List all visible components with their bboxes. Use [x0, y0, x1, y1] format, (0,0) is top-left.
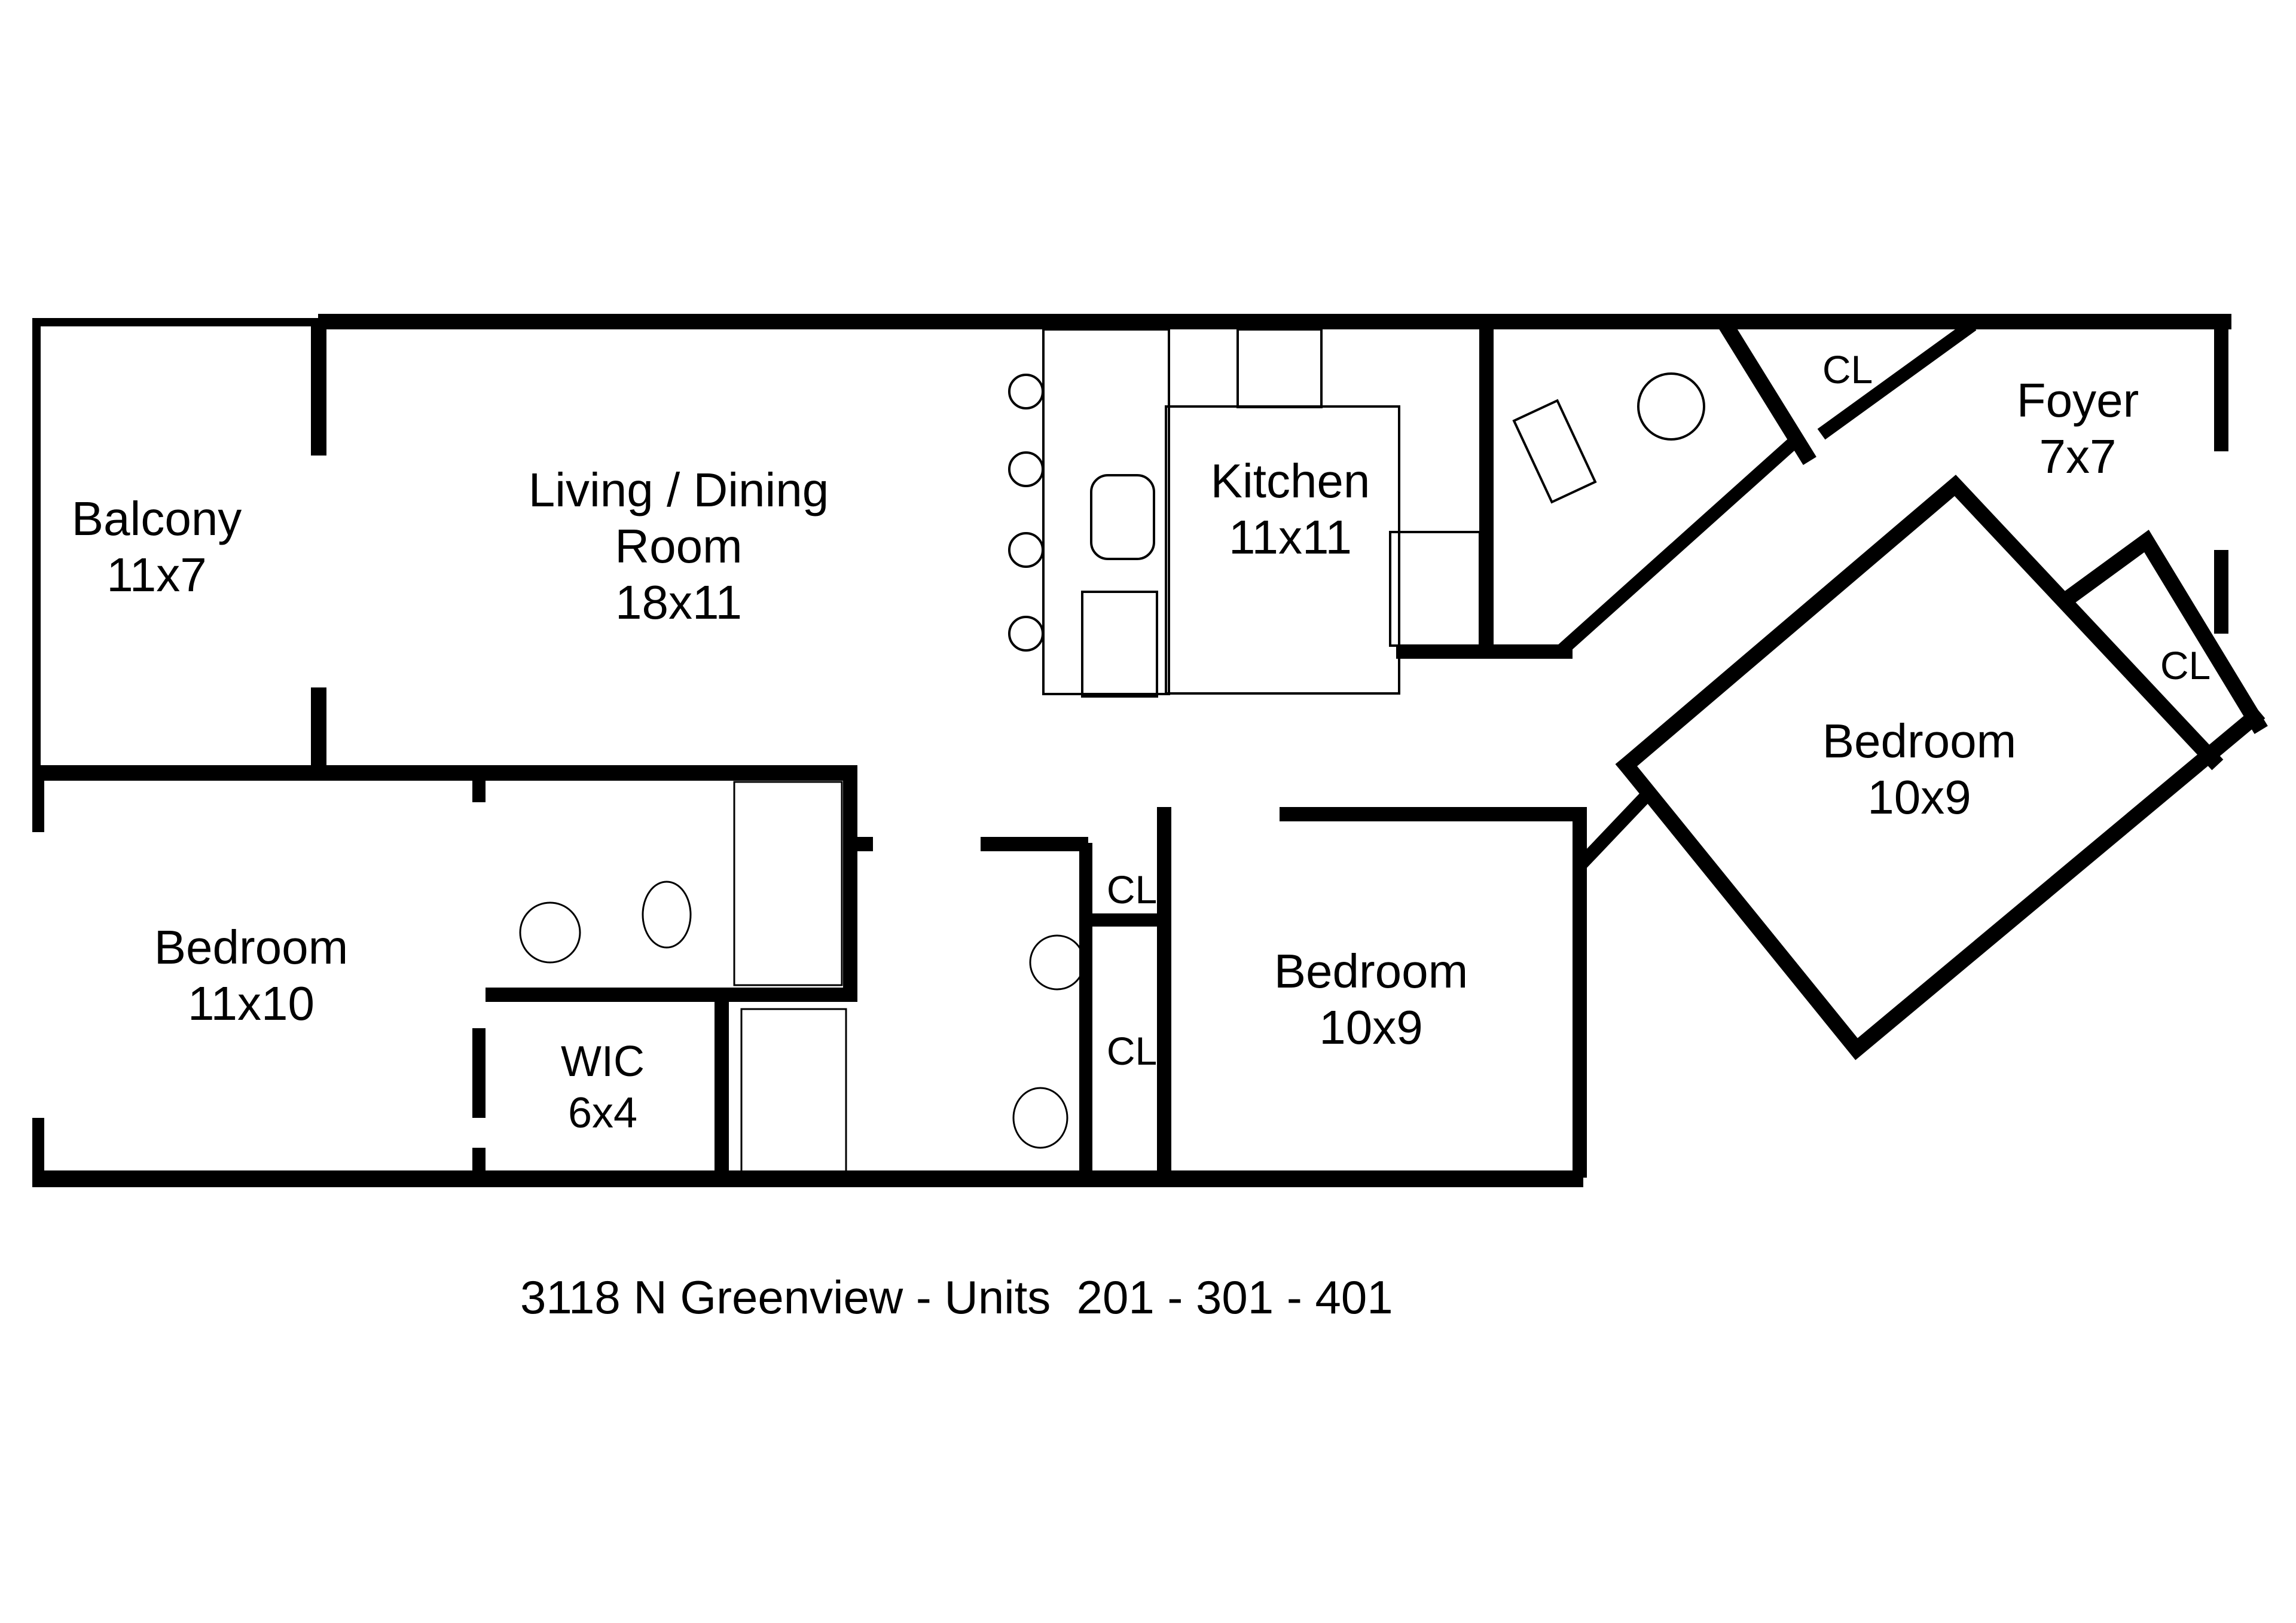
- room-label-bedroom-middle: Bedroom 10x9: [1274, 947, 1468, 1052]
- room-label-foyer: Foyer 7x7: [2017, 377, 2139, 481]
- kitchen-fixtures: [1008, 328, 1705, 698]
- angled-walls: [1554, 318, 2268, 1060]
- room-name-line2: Room: [615, 519, 743, 573]
- room-name: Bedroom: [154, 921, 349, 974]
- room-label-closet-tall: CL: [1107, 1031, 1157, 1071]
- room-name: WIC: [561, 1038, 645, 1086]
- room-name: Balcony: [71, 492, 242, 545]
- room-name: CL: [2160, 643, 2211, 687]
- room-name: Foyer: [2016, 374, 2139, 427]
- room-label-closet-angled: CL: [2160, 646, 2210, 685]
- room-dimensions: 11x11: [1228, 511, 1352, 564]
- room-dimensions: 10x9: [1319, 1001, 1423, 1054]
- room-label-kitchen: Kitchen 11x11: [1211, 457, 1370, 561]
- room-label-bedroom-left: Bedroom 11x10: [154, 924, 349, 1028]
- room-label-wic: WIC 6x4: [561, 1040, 645, 1135]
- room-name: Living / Dining: [528, 463, 829, 516]
- room-name: CL: [1822, 347, 1873, 392]
- room-dimensions: 18x11: [615, 576, 743, 629]
- room-label-living-dining: Living / Dining Room 18x11: [529, 466, 829, 626]
- room-name: CL: [1106, 867, 1158, 912]
- room-name: CL: [1106, 1029, 1158, 1073]
- walls: [32, 314, 2231, 1187]
- room-dimensions: 11x10: [187, 977, 315, 1030]
- room-name: Bedroom: [1822, 714, 2017, 768]
- room-dimensions: 7x7: [2039, 430, 2117, 483]
- bath-fixtures: [519, 781, 1085, 1176]
- room-dimensions: 10x9: [1867, 771, 1971, 824]
- room-label-closet-foyer: CL: [1822, 350, 1873, 389]
- room-label-bedroom-angled: Bedroom 10x9: [1822, 717, 2017, 821]
- room-dimensions: 6x4: [567, 1089, 638, 1137]
- room-label-balcony: Balcony 11x7: [72, 495, 242, 599]
- room-name: Kitchen: [1210, 454, 1370, 508]
- room-dimensions: 11x7: [106, 548, 207, 601]
- floorplan-caption: 3118 N Greenview - Units 201 - 301 - 401: [520, 1271, 1393, 1324]
- room-name: Bedroom: [1274, 945, 1468, 998]
- room-label-closet-small: CL: [1107, 870, 1157, 909]
